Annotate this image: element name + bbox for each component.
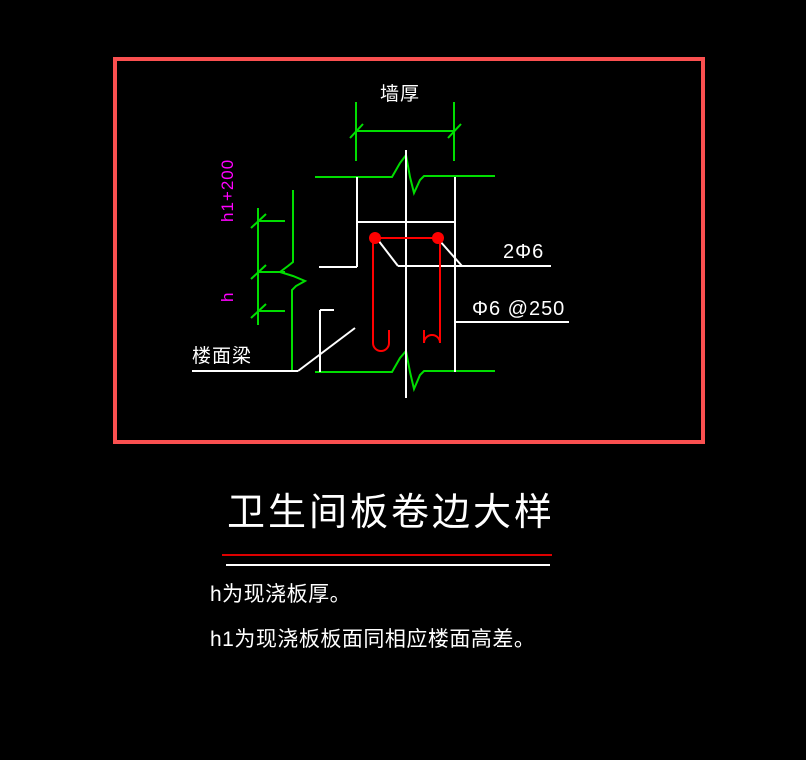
rebar-section-dot-left xyxy=(369,232,381,244)
h1-plus-200-label: h1+200 xyxy=(218,159,237,222)
wall-dim-tick-right xyxy=(447,123,462,139)
rebar-section-dot-right xyxy=(432,232,444,244)
wall-thickness-dimension-group: 墙厚 xyxy=(349,83,462,161)
note-line-1: h为现浇板厚。 xyxy=(210,583,351,606)
rebar-leader-diagonal-right xyxy=(438,239,463,267)
structure-outline-group xyxy=(192,150,569,398)
beam-callout-leader-diagonal xyxy=(297,327,356,372)
upper-slab-line-group xyxy=(315,152,495,196)
rebar-callout-2phi6: 2Φ6 xyxy=(503,241,544,263)
beam-callout-label: 楼面梁 xyxy=(192,345,252,367)
rebar-leader-diagonal-left xyxy=(377,239,399,267)
wall-dim-tick-left xyxy=(349,123,364,139)
h-label: h xyxy=(218,292,237,302)
left-break-line-group xyxy=(277,190,308,372)
height-dim-tick-middle xyxy=(250,264,267,280)
height-dim-tick-bottom xyxy=(250,303,267,319)
lower-slab-line-group xyxy=(315,348,495,393)
note-line-2: h1为现浇板板面同相应楼面高差。 xyxy=(210,628,535,651)
stirrup-left-hook xyxy=(372,330,390,352)
rebar-group xyxy=(369,232,444,352)
upper-slab-break-line xyxy=(315,152,495,196)
detail-title: 卫生间板卷边大样 xyxy=(227,492,555,534)
left-vertical-break-line xyxy=(277,190,308,372)
height-dim-tick-top xyxy=(250,213,267,229)
height-dimension-group: h1+200 h xyxy=(218,159,285,325)
rebar-callout-phi6-250: Φ6 @250 xyxy=(472,298,565,320)
lower-slab-break-line xyxy=(315,348,495,393)
stirrup-right-hook xyxy=(423,330,441,344)
wall-thickness-label: 墙厚 xyxy=(380,83,420,105)
drawing-border xyxy=(113,57,705,444)
